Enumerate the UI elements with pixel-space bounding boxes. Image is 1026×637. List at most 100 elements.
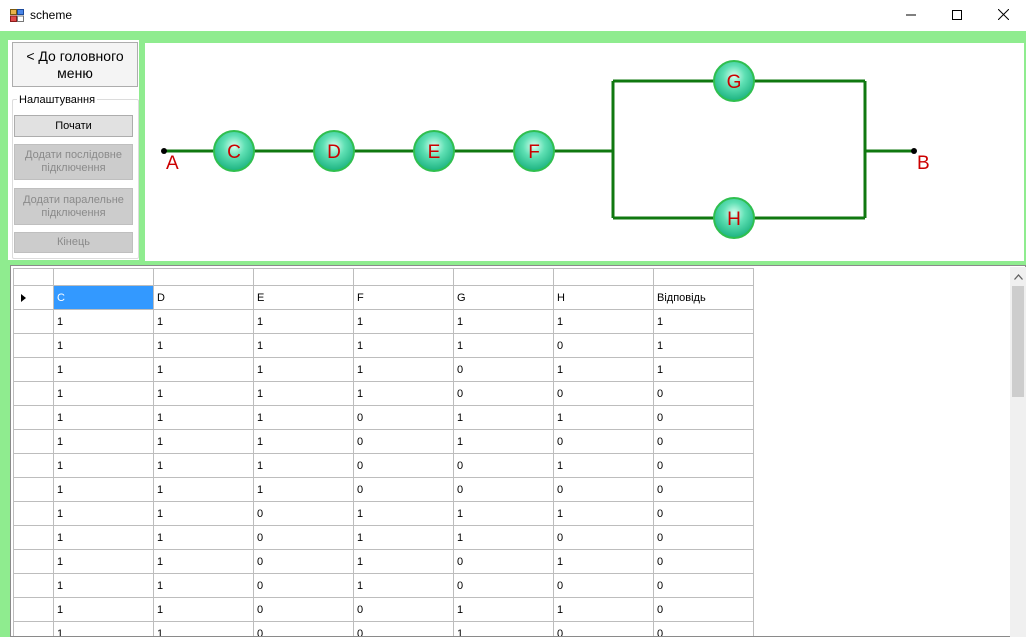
grid-cell[interactable]: 1: [253, 429, 354, 454]
grid-cell[interactable]: 0: [253, 621, 354, 636]
row-header[interactable]: [13, 453, 54, 478]
grid-cell[interactable]: 1: [153, 453, 254, 478]
grid-cell[interactable]: 1: [53, 501, 154, 526]
grid-cell[interactable]: 1: [53, 525, 154, 550]
grid-cell[interactable]: 1: [153, 501, 254, 526]
grid-cell[interactable]: 1: [53, 309, 154, 334]
grid-cell[interactable]: 0: [353, 429, 454, 454]
grid-cell[interactable]: 1: [153, 309, 254, 334]
grid-cell[interactable]: 0: [553, 621, 654, 636]
grid-cell[interactable]: 1: [253, 453, 354, 478]
grid-cell[interactable]: 1: [453, 501, 554, 526]
grid-cell[interactable]: 1: [153, 477, 254, 502]
grid-cell[interactable]: 0: [453, 453, 554, 478]
row-header[interactable]: [13, 285, 54, 310]
grid-cell[interactable]: 1: [53, 453, 154, 478]
grid-cell[interactable]: 0: [253, 525, 354, 550]
grid-cell[interactable]: 0: [553, 381, 654, 406]
node-d[interactable]: D: [313, 130, 355, 172]
add-parallel-connection-button[interactable]: Додати паралельне підключення: [14, 188, 133, 225]
grid-cell[interactable]: 0: [453, 573, 554, 598]
grid-cell[interactable]: 1: [53, 381, 154, 406]
grid-cell[interactable]: 1: [53, 597, 154, 622]
grid-cell[interactable]: 1: [153, 405, 254, 430]
grid-cell[interactable]: 1: [353, 525, 454, 550]
grid-cell[interactable]: 1: [553, 357, 654, 382]
grid-cell[interactable]: 0: [353, 621, 454, 636]
grid-cell[interactable]: 0: [553, 525, 654, 550]
grid-cell[interactable]: 0: [653, 549, 754, 574]
grid-cell[interactable]: 0: [253, 549, 354, 574]
close-button[interactable]: [980, 0, 1026, 31]
row-header[interactable]: [13, 429, 54, 454]
grid-cell[interactable]: 0: [253, 597, 354, 622]
grid-cell[interactable]: 1: [253, 357, 354, 382]
node-e[interactable]: E: [413, 130, 455, 172]
grid-cell[interactable]: C: [53, 285, 154, 310]
grid-cell[interactable]: 1: [153, 357, 254, 382]
grid-cell[interactable]: 0: [653, 597, 754, 622]
grid-cell[interactable]: 0: [653, 429, 754, 454]
row-header[interactable]: [13, 549, 54, 574]
grid-cell[interactable]: 0: [453, 381, 554, 406]
grid-cell[interactable]: 1: [253, 477, 354, 502]
grid-cell[interactable]: 0: [453, 357, 554, 382]
grid-cell[interactable]: 1: [553, 453, 654, 478]
grid-cell[interactable]: 0: [653, 525, 754, 550]
grid-cell[interactable]: Відповідь: [653, 285, 754, 310]
grid-cell[interactable]: 1: [153, 573, 254, 598]
grid-cell[interactable]: E: [253, 285, 354, 310]
grid-cell[interactable]: 1: [153, 525, 254, 550]
grid-cell[interactable]: 0: [553, 429, 654, 454]
grid-cell[interactable]: G: [453, 285, 554, 310]
grid-cell[interactable]: 0: [653, 381, 754, 406]
grid-cell[interactable]: 1: [453, 525, 554, 550]
row-header[interactable]: [13, 309, 54, 334]
grid-cell[interactable]: 1: [353, 333, 454, 358]
grid-cell[interactable]: 0: [253, 501, 354, 526]
grid-cell[interactable]: 1: [653, 309, 754, 334]
start-button[interactable]: Почати: [14, 115, 133, 137]
grid-cell[interactable]: 0: [353, 453, 454, 478]
grid-cell[interactable]: 0: [353, 405, 454, 430]
grid-cell[interactable]: 1: [453, 621, 554, 636]
grid-cell[interactable]: F: [353, 285, 454, 310]
grid-cell[interactable]: 1: [53, 429, 154, 454]
vertical-scrollbar[interactable]: [1010, 267, 1026, 637]
grid-cell[interactable]: 0: [353, 477, 454, 502]
grid-cell[interactable]: 1: [453, 597, 554, 622]
grid-cell[interactable]: 1: [553, 405, 654, 430]
grid-cell[interactable]: 0: [653, 477, 754, 502]
grid-cell[interactable]: 1: [453, 405, 554, 430]
row-header[interactable]: [13, 333, 54, 358]
row-header[interactable]: [13, 477, 54, 502]
node-g[interactable]: G: [713, 60, 755, 102]
grid-cell[interactable]: 1: [253, 405, 354, 430]
back-to-main-menu-button[interactable]: < До головного меню: [12, 42, 138, 87]
add-serial-connection-button[interactable]: Додати послідовне підключення: [14, 144, 133, 180]
grid-cell[interactable]: D: [153, 285, 254, 310]
grid-cell[interactable]: 1: [553, 597, 654, 622]
grid-cell[interactable]: 1: [53, 621, 154, 636]
grid-cell[interactable]: 0: [253, 573, 354, 598]
grid-cell[interactable]: 1: [353, 549, 454, 574]
grid-cell[interactable]: 1: [153, 429, 254, 454]
grid-cell[interactable]: 0: [653, 573, 754, 598]
node-h[interactable]: H: [713, 197, 755, 239]
grid-cell[interactable]: 0: [353, 597, 454, 622]
grid-cell[interactable]: 0: [453, 477, 554, 502]
grid-cell[interactable]: 1: [153, 549, 254, 574]
grid-cell[interactable]: 0: [653, 621, 754, 636]
grid-cell[interactable]: 1: [353, 357, 454, 382]
grid-cell[interactable]: 1: [153, 381, 254, 406]
